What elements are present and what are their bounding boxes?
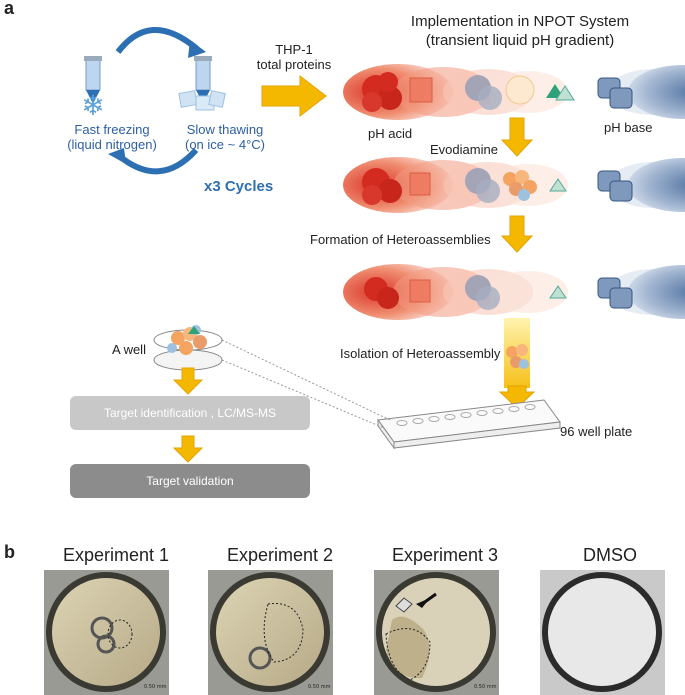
panel-b-label: b — [4, 542, 15, 562]
gradient-band-3 — [343, 264, 685, 320]
scale-label-2: 0.50 mm — [308, 684, 331, 690]
experiment-3-photo: 0.50 mm — [374, 570, 499, 695]
dmso-title: DMSO — [583, 545, 637, 565]
ph-acid-label: pH acid — [368, 126, 413, 141]
down-arrow-2 — [500, 215, 534, 253]
freezing-tube: ❄ — [81, 56, 105, 122]
svg-text:❄: ❄ — [81, 89, 104, 122]
isolation-label: Isolation of Heteroassembly — [340, 346, 501, 361]
down-arrow-1 — [500, 117, 534, 157]
input-label: THP-1 total proteins — [244, 42, 344, 72]
cycles-label: x3 Cycles — [204, 178, 274, 195]
input-line1: THP-1 — [275, 42, 313, 57]
thaw-caption-line2: (on ice ~ 4°C) — [185, 137, 265, 152]
gradient-band-2 — [343, 157, 685, 213]
experiment-3-title: Experiment 3 — [391, 545, 499, 565]
freeze-caption-line1: Fast freezing — [74, 122, 150, 137]
scale-label-3: 0.50 mm — [474, 684, 497, 690]
down-arrow-validation — [172, 435, 204, 463]
plate-label: 96 well plate — [560, 424, 633, 439]
ph-base-label: pH base — [604, 120, 653, 135]
cycle-arrows — [115, 26, 199, 175]
target-identification-box: Target identification , LC/MS-MS — [70, 396, 310, 430]
freeze-caption-line2: (liquid nitrogen) — [67, 137, 157, 152]
down-arrow-well — [172, 367, 204, 395]
input-line2: total proteins — [256, 57, 332, 72]
experiment-2-photo: 0.50 mm — [208, 570, 333, 695]
thaw-caption: Slow thawing (on ice ~ 4°C) — [170, 122, 280, 152]
panel-a-label: a — [4, 0, 15, 18]
formation-label: Formation of Heteroassemblies — [310, 232, 491, 247]
drug-label: Evodiamine — [430, 142, 498, 157]
freeze-caption: Fast freezing (liquid nitrogen) — [62, 122, 162, 152]
input-arrow — [261, 74, 327, 118]
experiment-1-photo: 0.50 mm — [44, 570, 169, 695]
well-plate — [377, 399, 561, 450]
gradient-band-1 — [343, 64, 685, 120]
scale-label-1: 0.50 mm — [144, 684, 167, 690]
well-label: A well — [112, 342, 146, 357]
single-well — [153, 325, 223, 371]
thaw-caption-line1: Slow thawing — [186, 122, 264, 137]
dmso-photo — [540, 570, 665, 695]
thawing-tube — [178, 56, 226, 111]
target-validation-box: Target validation — [70, 464, 310, 498]
down-arrow-3 — [498, 385, 536, 409]
system-title-line1: Implementation in NPOT System — [410, 13, 630, 30]
experiment-2-title: Experiment 2 — [226, 545, 334, 565]
experiment-1-title: Experiment 1 — [62, 545, 170, 565]
system-title-line2: (transient liquid pH gradient) — [425, 32, 615, 49]
system-title: Implementation in NPOT System (transient… — [380, 12, 660, 50]
